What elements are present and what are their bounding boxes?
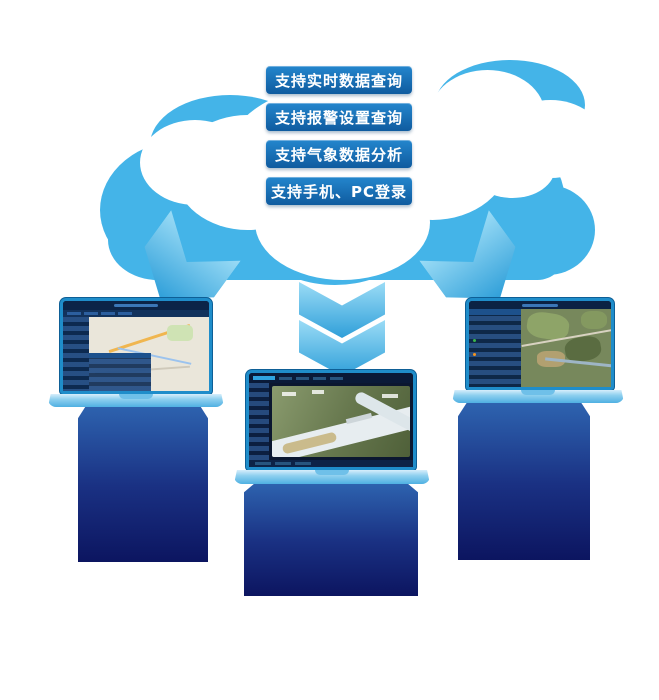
mini-data-table	[89, 353, 151, 391]
laptop-notch	[315, 470, 349, 475]
status-chip	[255, 462, 271, 465]
feature-label-text: 支持气象数据分析	[274, 145, 403, 164]
mini-header	[469, 301, 611, 309]
status-dot-orange	[473, 353, 476, 356]
laptop-center-screen	[246, 370, 416, 470]
feature-label-text: 支持手机、PC登录	[270, 182, 407, 201]
mini-video-panel	[269, 383, 413, 460]
mini-tab	[296, 376, 309, 380]
mini-tab	[101, 312, 115, 315]
status-dot-green	[473, 339, 476, 342]
mini-tab	[313, 376, 326, 380]
mini-header	[63, 301, 209, 310]
mini-tab	[279, 376, 292, 380]
feature-label-alarm: 支持报警设置查询	[266, 103, 412, 131]
laptop-center	[234, 370, 430, 484]
mini-tab	[84, 312, 98, 315]
aerial-image	[272, 386, 410, 457]
mini-navbar	[63, 310, 209, 317]
pedestal-left	[78, 404, 208, 562]
mini-table-rows	[89, 359, 151, 391]
mini-data-table	[469, 309, 521, 387]
map-park-area	[167, 325, 193, 341]
feature-label-realtime: 支持实时数据查询	[266, 66, 412, 94]
feature-label-text: 支持实时数据查询	[274, 71, 403, 90]
laptop-right-screen	[466, 298, 614, 390]
laptop-notch	[119, 394, 153, 399]
feature-label-text: 支持报警设置查询	[274, 108, 403, 127]
mini-satellite-map	[521, 309, 611, 387]
mini-table-header	[469, 309, 521, 315]
laptop-right-base	[452, 390, 624, 403]
mini-sidebar	[249, 383, 269, 460]
pedestal-right	[458, 402, 590, 560]
pedestal-center	[244, 482, 418, 596]
mini-statusbar	[249, 460, 413, 467]
mini-title-bar	[522, 304, 558, 307]
laptop-left-base	[48, 394, 224, 407]
mini-tab	[330, 376, 343, 380]
feature-label-login: 支持手机、PC登录	[266, 177, 412, 205]
laptop-right	[452, 298, 624, 403]
mini-title-bar	[114, 304, 158, 307]
overlay-chip	[312, 390, 324, 394]
mini-sidebar	[63, 317, 89, 391]
overlay-chip	[382, 394, 398, 398]
mini-table-header	[89, 353, 151, 358]
status-chip	[275, 462, 291, 465]
cloud-puff	[140, 120, 250, 205]
laptop-center-base	[234, 470, 430, 484]
mini-header	[249, 373, 413, 383]
mini-tab	[118, 312, 132, 315]
laptop-left-screen	[60, 298, 212, 394]
laptop-notch	[521, 390, 555, 395]
mini-logo	[253, 376, 275, 380]
cloud-puff	[470, 138, 555, 198]
mini-table-rows	[469, 316, 521, 387]
feature-label-weather: 支持气象数据分析	[266, 140, 412, 168]
laptop-left	[48, 298, 224, 408]
status-chip	[295, 462, 311, 465]
mini-tab	[67, 312, 81, 315]
overlay-chip	[282, 392, 296, 396]
terrain-patch	[581, 311, 607, 329]
